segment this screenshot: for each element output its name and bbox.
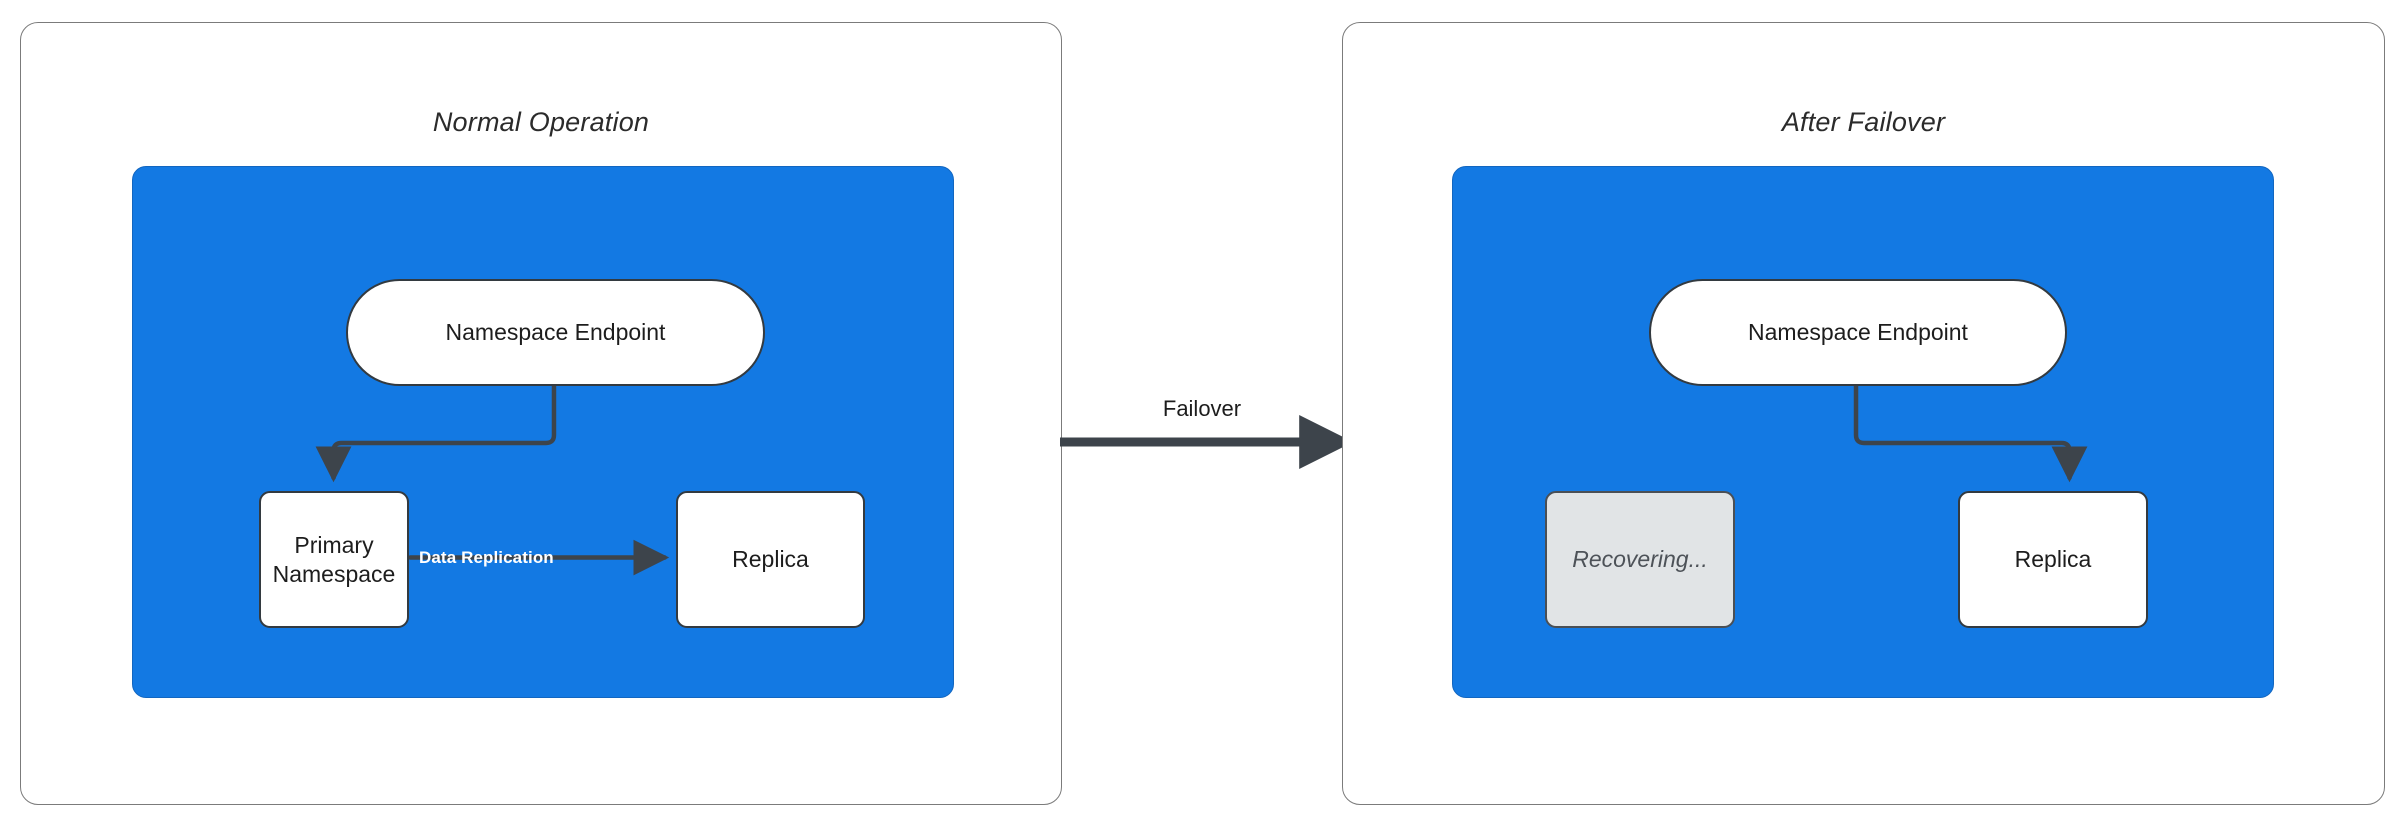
node-namespace-endpoint-normal[interactable]: Namespace Endpoint bbox=[346, 279, 765, 386]
node-replica-normal[interactable]: Replica bbox=[676, 491, 865, 628]
failover-transition: Failover bbox=[1058, 396, 1354, 496]
node-primary-namespace[interactable]: Primary Namespace bbox=[259, 491, 409, 628]
edge-endpoint-to-replica bbox=[1853, 382, 2088, 483]
cluster-normal-operation: Namespace Endpoint Primary Namespace Rep… bbox=[132, 166, 954, 698]
cluster-after-failover: Namespace Endpoint Recovering... Replica bbox=[1452, 166, 2274, 698]
node-replica-failover[interactable]: Replica bbox=[1958, 491, 2148, 628]
edge-endpoint-to-primary bbox=[315, 382, 557, 483]
node-namespace-endpoint-failover[interactable]: Namespace Endpoint bbox=[1649, 279, 2067, 386]
panel-title-after-failover: After Failover bbox=[1781, 107, 1946, 137]
panel-after-failover: After Failover Namespace Endpoint Recove… bbox=[1342, 22, 2385, 805]
node-recovering[interactable]: Recovering... bbox=[1545, 491, 1735, 628]
panel-title-normal-operation: Normal Operation bbox=[432, 107, 650, 137]
edge-label-data-replication: Data Replication bbox=[419, 548, 554, 567]
panel-normal-operation: Normal Operation Namespace Endpoint Pri bbox=[20, 22, 1062, 805]
failover-label: Failover bbox=[1162, 396, 1242, 421]
